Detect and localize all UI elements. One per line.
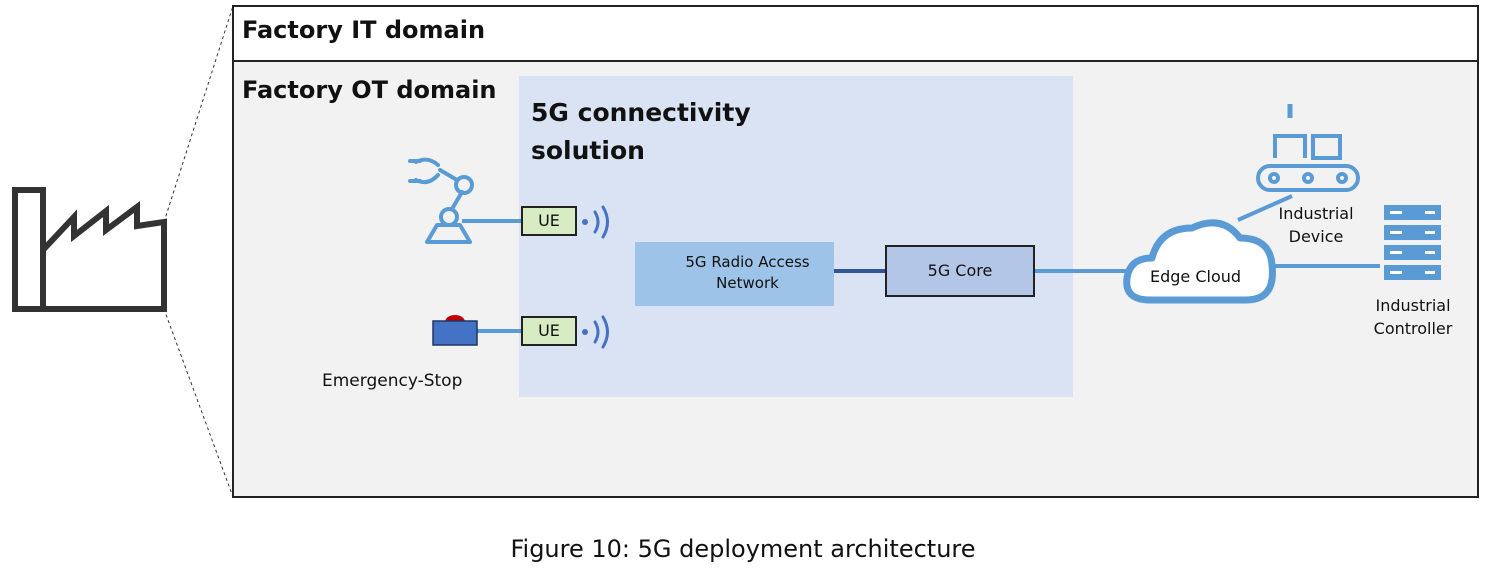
core-box: 5G Core bbox=[885, 245, 1035, 297]
controller-label: Industrial Controller bbox=[1365, 294, 1461, 340]
robot-arm-icon bbox=[408, 157, 474, 244]
edge-cloud-label: Edge Cloud bbox=[1150, 267, 1242, 286]
controller-label-line1: Industrial bbox=[1375, 296, 1451, 315]
ue-box-bottom: UE bbox=[521, 316, 577, 346]
controller-label-line2: Controller bbox=[1373, 319, 1453, 338]
ot-domain-label: Factory OT domain bbox=[242, 76, 497, 104]
ran-label-line2: Network bbox=[716, 274, 779, 292]
emergency-stop-icon bbox=[432, 315, 478, 346]
conveyor-device-icon bbox=[1256, 104, 1360, 192]
cloud-icon bbox=[1123, 219, 1276, 304]
server-rack-icon bbox=[1384, 205, 1441, 280]
device-label-line1: Industrial bbox=[1278, 204, 1354, 223]
ran-box: 5G Radio Access Network bbox=[635, 242, 834, 306]
device-label-line2: Device bbox=[1288, 227, 1344, 246]
connectivity-region bbox=[519, 76, 1073, 397]
zoom-line-bottom bbox=[163, 308, 234, 498]
zoom-line-top bbox=[163, 5, 234, 223]
wireless-signal-icon bbox=[582, 315, 609, 349]
ue-box-top: UE bbox=[521, 206, 577, 236]
factory-icon bbox=[12, 187, 167, 312]
wireless-signal-icon bbox=[582, 205, 609, 239]
ran-label-line1: 5G Radio Access bbox=[685, 253, 810, 271]
connectivity-label: 5G connectivity solution bbox=[531, 94, 751, 170]
link-cloud-device bbox=[1237, 194, 1293, 222]
connectivity-label-line1: 5G connectivity bbox=[531, 98, 751, 127]
device-label: Industrial Device bbox=[1276, 202, 1356, 248]
emergency-stop-label: Emergency-Stop bbox=[322, 371, 463, 391]
connectivity-label-line2: solution bbox=[531, 136, 645, 165]
figure-caption: Figure 10: 5G deployment architecture bbox=[510, 535, 976, 563]
it-domain-label: Factory IT domain bbox=[242, 16, 486, 44]
